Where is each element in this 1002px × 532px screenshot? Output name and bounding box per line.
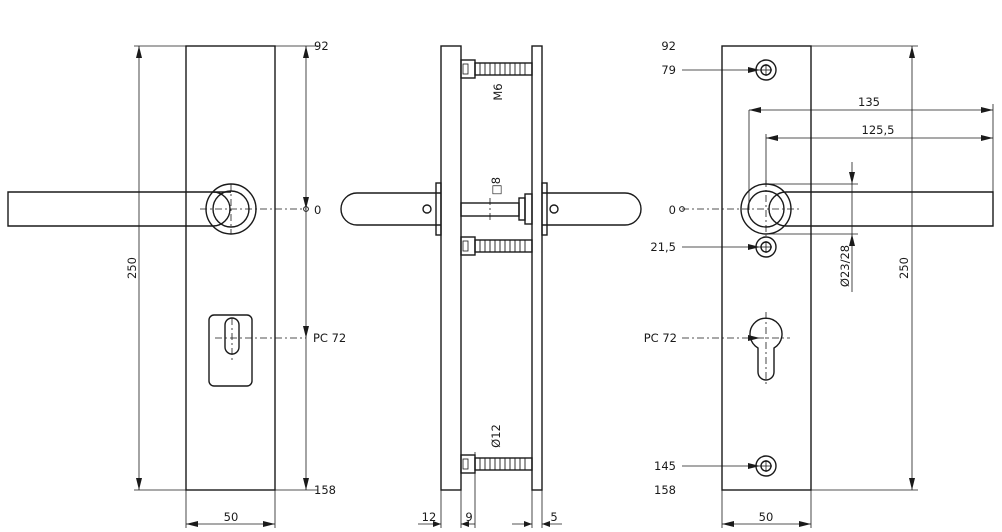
side-dim-a: 12 <box>422 510 437 524</box>
side-label-spindle: □8 <box>489 177 503 195</box>
back-dim-lever-short: 125,5 <box>862 123 895 137</box>
back-dim-screw-top: 79 <box>661 63 676 77</box>
back-dim-top: 92 <box>661 39 676 53</box>
front-dim-width: 50 <box>224 510 239 524</box>
back-plate <box>721 45 812 491</box>
back-dim-cylinder: PC 72 <box>644 331 677 345</box>
back-lever <box>768 191 994 227</box>
back-dim-bottom: 158 <box>654 483 676 497</box>
back-view: 92 79 0 21,5 PC 72 145 158 135 125,5 Ø23… <box>644 39 994 528</box>
side-view: M6 Ø12 □8 <box>340 45 642 528</box>
side-dim-b: 9 <box>465 510 472 524</box>
side-label-diameter: Ø12 <box>489 424 503 448</box>
back-dim-height: 250 <box>897 257 911 279</box>
front-dim-top: 92 <box>314 39 329 53</box>
front-dim-center: 0 <box>314 203 321 217</box>
back-keyhole <box>749 317 783 381</box>
front-view: 92 0 PC 72 158 250 50 <box>7 39 346 528</box>
side-dim-c: 5 <box>550 510 557 524</box>
side-plate-left <box>440 45 462 491</box>
front-dim-height: 250 <box>125 257 139 279</box>
back-dim-width: 50 <box>759 510 774 524</box>
front-cylinder-cover <box>208 314 253 387</box>
front-plate <box>185 45 276 491</box>
side-plate-right <box>531 45 543 491</box>
front-dim-bottom: 158 <box>314 483 336 497</box>
side-lever-right <box>542 192 642 226</box>
front-dim-cylinder: PC 72 <box>313 331 346 345</box>
front-lever <box>7 191 231 227</box>
back-dim-screw-bottom: 145 <box>654 459 676 473</box>
back-dim-screw-mid: 21,5 <box>650 240 676 254</box>
front-keyhole <box>224 317 240 355</box>
back-dim-lever-long: 135 <box>858 95 880 109</box>
side-label-screw: M6 <box>491 83 505 100</box>
back-dim-rose: Ø23/28 <box>838 245 852 287</box>
side-lever-left <box>340 192 441 226</box>
back-dim-center: 0 <box>669 203 676 217</box>
